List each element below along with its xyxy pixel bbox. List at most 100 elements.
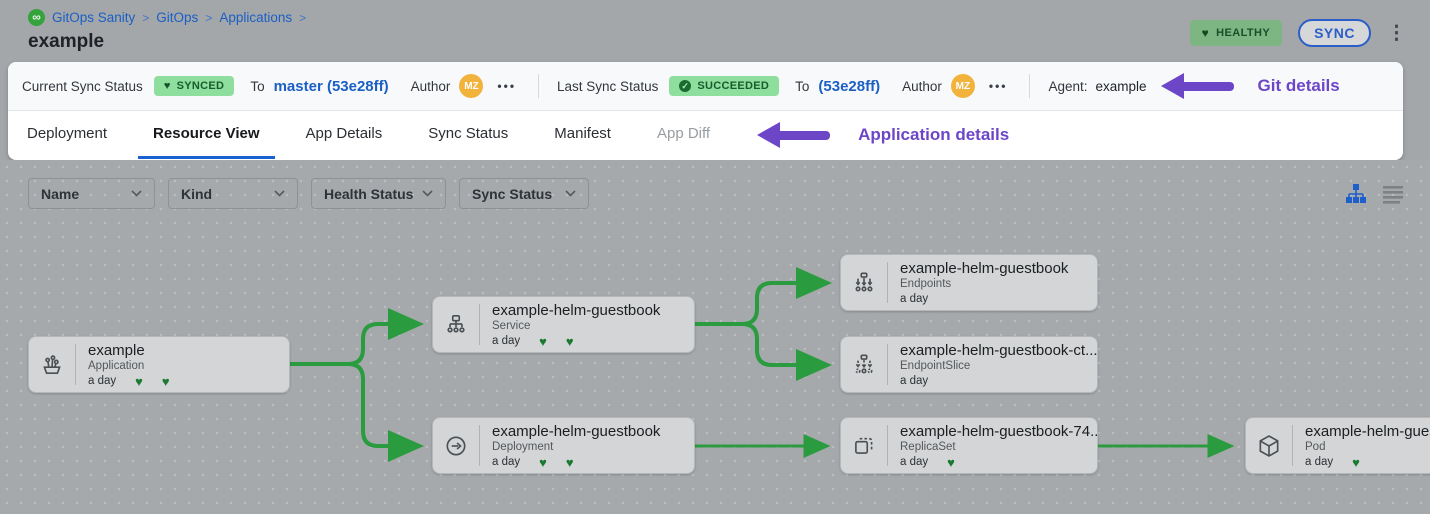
application-details-annotation: Application details [858, 125, 1010, 144]
divider [538, 74, 540, 98]
divider [887, 425, 888, 466]
node-kind: Application [88, 359, 145, 372]
last-sync-status-label: Last Sync Status [557, 78, 659, 94]
pod-icon [1246, 433, 1292, 459]
filter-kind[interactable]: Kind [168, 178, 298, 209]
node-kind: Pod [1305, 440, 1326, 453]
filter-sync-status[interactable]: Sync Status [459, 178, 589, 209]
chevron-down-icon [131, 190, 142, 197]
git-details-annotation: Git details [1257, 76, 1340, 95]
divider [1029, 74, 1031, 98]
tab-sync-status[interactable]: Sync Status [428, 125, 509, 142]
health-indicators: ♥♥ [539, 456, 573, 469]
chevron-down-icon [274, 190, 285, 197]
tab-bar: Deployment Resource View App Details Syn… [8, 111, 1403, 159]
filter-name[interactable]: Name [28, 178, 155, 209]
node-deployment-example-helm-guestbook[interactable]: example-helm-guestbook Deployment a day♥… [432, 417, 695, 474]
service-icon [433, 312, 479, 338]
chevron-down-icon [422, 190, 433, 197]
breadcrumb-link-gitops[interactable]: GitOps [156, 10, 199, 25]
health-indicators: ♥♥ [539, 335, 573, 348]
current-sync-status-label: Current Sync Status [22, 78, 143, 94]
node-title: example-helm-guest [1305, 422, 1430, 440]
breadcrumb: ∞ GitOps Sanity > GitOps > Applications … [28, 9, 306, 26]
agent-label: Agent: [1048, 78, 1088, 94]
tab-app-diff[interactable]: App Diff [656, 125, 711, 142]
health-heart-icon: ♥ [1352, 454, 1360, 470]
divider [75, 344, 76, 385]
sync-status-bar: Current Sync Status ♥ SYNCED To master (… [8, 62, 1403, 111]
application-icon [29, 352, 75, 378]
filter-name-label: Name [41, 185, 80, 202]
annotation-arrow-icon [1160, 73, 1234, 99]
endpoints-icon [841, 270, 887, 296]
health-indicators: ♥ [1352, 456, 1360, 469]
node-service-example-helm-guestbook[interactable]: example-helm-guestbook Service a day ♥♥ [432, 296, 695, 353]
heart-icon: ♥ [1201, 26, 1210, 40]
filter-health-status[interactable]: Health Status [311, 178, 446, 209]
sync-button[interactable]: SYNC [1298, 19, 1371, 47]
node-title: example-helm-guestbook-ct... [900, 342, 1097, 359]
tab-manifest[interactable]: Manifest [554, 125, 611, 142]
health-heart-icon: ♥ [565, 454, 574, 470]
node-age: a day [900, 375, 929, 387]
breadcrumb-separator: > [142, 10, 150, 25]
filter-health-status-label: Health Status [324, 185, 414, 202]
health-heart-icon: ♥ [947, 454, 955, 470]
more-options-icon[interactable]: ••• [497, 79, 517, 93]
node-endpoints-example-helm-guestbook[interactable]: example-helm-guestbook Endpoints a day [840, 254, 1098, 311]
to-label: To [250, 78, 265, 94]
succeeded-badge: ✓ SUCCEEDED [669, 76, 780, 96]
divider [479, 425, 480, 466]
node-endpointslice-example-helm-guestbook[interactable]: example-helm-guestbook-ct... EndpointSli… [840, 336, 1098, 393]
author-avatar: MZ [459, 74, 484, 98]
node-age: a day [492, 456, 521, 468]
edge-service-to-endpoints [695, 267, 832, 326]
health-status-badge: ♥ HEALTHY [1189, 20, 1283, 46]
node-age: a day [900, 293, 929, 305]
breadcrumb-link-runtime[interactable]: GitOps Sanity [52, 10, 136, 25]
gitops-logo-icon: ∞ [28, 9, 45, 26]
node-age: a day [492, 335, 521, 347]
node-pod-example-helm-guestbook[interactable]: example-helm-guest Pod a day ♥ [1245, 417, 1430, 474]
node-application-example[interactable]: example Application a day♥♥ [28, 336, 290, 393]
chevron-down-icon [565, 190, 576, 197]
to-label: To [795, 78, 810, 94]
kebab-menu-icon[interactable]: ⋮ [1387, 22, 1406, 44]
node-title: example-helm-guestbook [492, 301, 661, 319]
current-commit-link[interactable]: master (53e28ff) [273, 77, 389, 95]
node-title: example-helm-guestbook-74... [900, 422, 1097, 440]
app-header-panel: Current Sync Status ♥ SYNCED To master (… [8, 62, 1403, 160]
edge-app-to-service [290, 308, 424, 366]
node-age: a day [1305, 456, 1334, 468]
author-avatar: MZ [950, 74, 975, 98]
node-kind: Service [492, 319, 531, 332]
edge-app-to-deployment [290, 362, 424, 462]
last-commit-link[interactable]: (53e28ff) [818, 77, 881, 95]
node-kind: Deployment [492, 440, 554, 453]
filter-bar: Name Kind Health Status Sync Status [28, 178, 589, 209]
more-options-icon[interactable]: ••• [988, 79, 1008, 93]
node-age: a day [900, 456, 929, 468]
view-mode-toggles [1345, 183, 1404, 205]
annotation-arrow-icon [757, 122, 831, 148]
synced-badge: ♥ SYNCED [153, 76, 235, 96]
filter-sync-status-label: Sync Status [472, 185, 553, 202]
node-age: a day [88, 375, 117, 387]
filter-kind-label: Kind [181, 185, 213, 202]
node-kind: ReplicaSet [900, 440, 956, 453]
divider [887, 344, 888, 385]
tree-view-icon[interactable] [1345, 183, 1367, 205]
health-heart-icon: ♥ [565, 333, 574, 349]
resource-graph-canvas: Name Kind Health Status Sync Status [0, 160, 1430, 514]
replicaset-icon [841, 433, 887, 459]
synced-badge-label: SYNCED [176, 80, 225, 92]
list-view-icon[interactable] [1382, 184, 1404, 204]
tab-app-details[interactable]: App Details [305, 125, 383, 142]
top-bar: ∞ GitOps Sanity > GitOps > Applications … [0, 0, 1430, 62]
node-replicaset-example-helm-guestbook[interactable]: example-helm-guestbook-74... ReplicaSet … [840, 417, 1098, 474]
breadcrumb-link-applications[interactable]: Applications [219, 10, 293, 25]
author-label: Author [902, 78, 942, 94]
tab-deployment[interactable]: Deployment [27, 125, 108, 142]
tab-resource-view[interactable]: Resource View [138, 111, 275, 159]
